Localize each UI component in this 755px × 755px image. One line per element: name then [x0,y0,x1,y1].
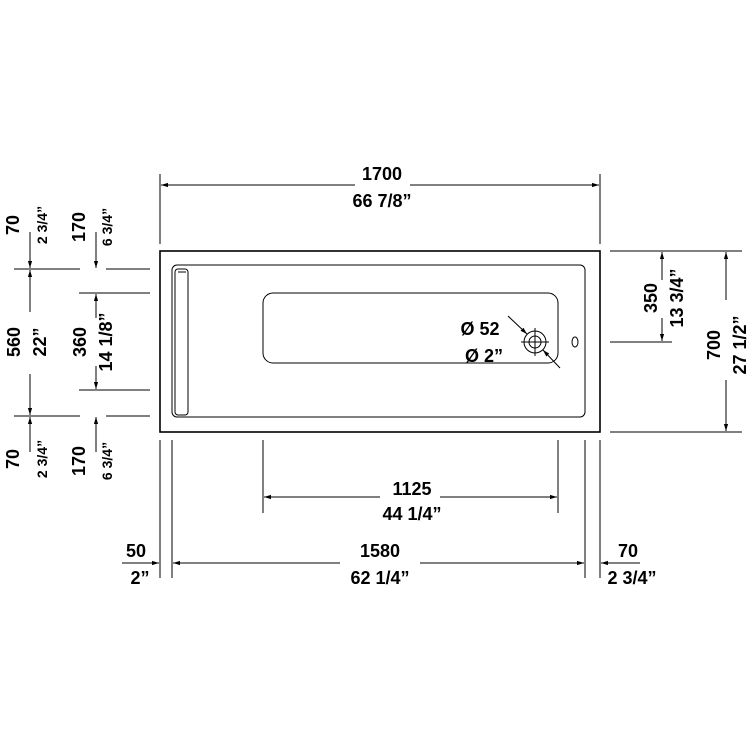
overall-width-inch: 27 1/2” [730,315,750,374]
dim-basin-width: 360 14 1/8” [70,294,116,389]
tub-outer-rim [159,250,601,433]
rim-end-left-inch: 2” [130,568,149,588]
drain-offset-inch: 13 3/4” [667,268,687,327]
rim-left-top-mm: 70 [3,215,23,235]
dim-rim-top: 70 2 3/4” 170 6 3/4” [3,206,115,268]
rim-left-bottom-inch: 2 3/4” [34,440,50,478]
drain-offset-mm: 350 [641,283,661,313]
dim-rim-end-left: 50 2” [122,541,159,588]
dim-inner-length: 1580 62 1/4” [159,440,601,588]
dim-overall-length: 1700 66 7/8” [159,164,601,244]
overall-length-mm: 1700 [362,164,402,184]
rim-left-bottom-mm: 70 [3,449,23,469]
left-extension-lines [14,268,150,417]
drain-diameter-inch: Ø 2” [465,346,503,366]
tub-headrest-ledge [174,268,189,416]
drain-icon [521,328,549,356]
rim-end-right-inch: 2 3/4” [607,568,656,588]
dim-rim-end-right: 70 2 3/4” [601,541,657,588]
inner-length-inch: 62 1/4” [350,568,409,588]
basin-width-mm: 360 [70,327,90,357]
tub-inner-rim [171,264,586,418]
overall-length-inch: 66 7/8” [352,191,411,211]
drain-callout: Ø 52 Ø 2” [460,319,503,366]
basin-offset-top-inch: 6 3/4” [99,208,115,246]
dim-rim-bottom: 70 2 3/4” 170 6 3/4” [3,417,115,480]
rim-left-top-inch: 2 3/4” [34,206,50,244]
tub-basin [262,292,559,364]
inner-width-inch: 22” [30,327,50,356]
bathtub-plan [159,250,601,433]
inner-length-mm: 1580 [360,541,400,561]
drain-diameter-mm: Ø 52 [460,319,499,339]
dim-overall-width: 700 27 1/2” [610,250,750,433]
rim-end-right-mm: 70 [618,541,638,561]
basin-offset-bottom-inch: 6 3/4” [99,442,115,480]
basin-offset-bottom-mm: 170 [69,446,89,476]
dim-inner-width: 560 22” [4,270,50,415]
dim-basin-length: 1125 44 1/4” [262,440,559,524]
basin-width-inch: 14 1/8” [96,312,116,371]
basin-length-mm: 1125 [392,479,431,499]
basin-offset-top-mm: 170 [69,212,89,242]
basin-length-inch: 44 1/4” [382,504,441,524]
dim-drain-offset: 350 13 3/4” [610,252,687,343]
rim-end-left-mm: 50 [126,541,146,561]
overall-width-mm: 700 [704,330,724,360]
overflow-icon [571,336,579,348]
inner-width-mm: 560 [4,327,24,357]
